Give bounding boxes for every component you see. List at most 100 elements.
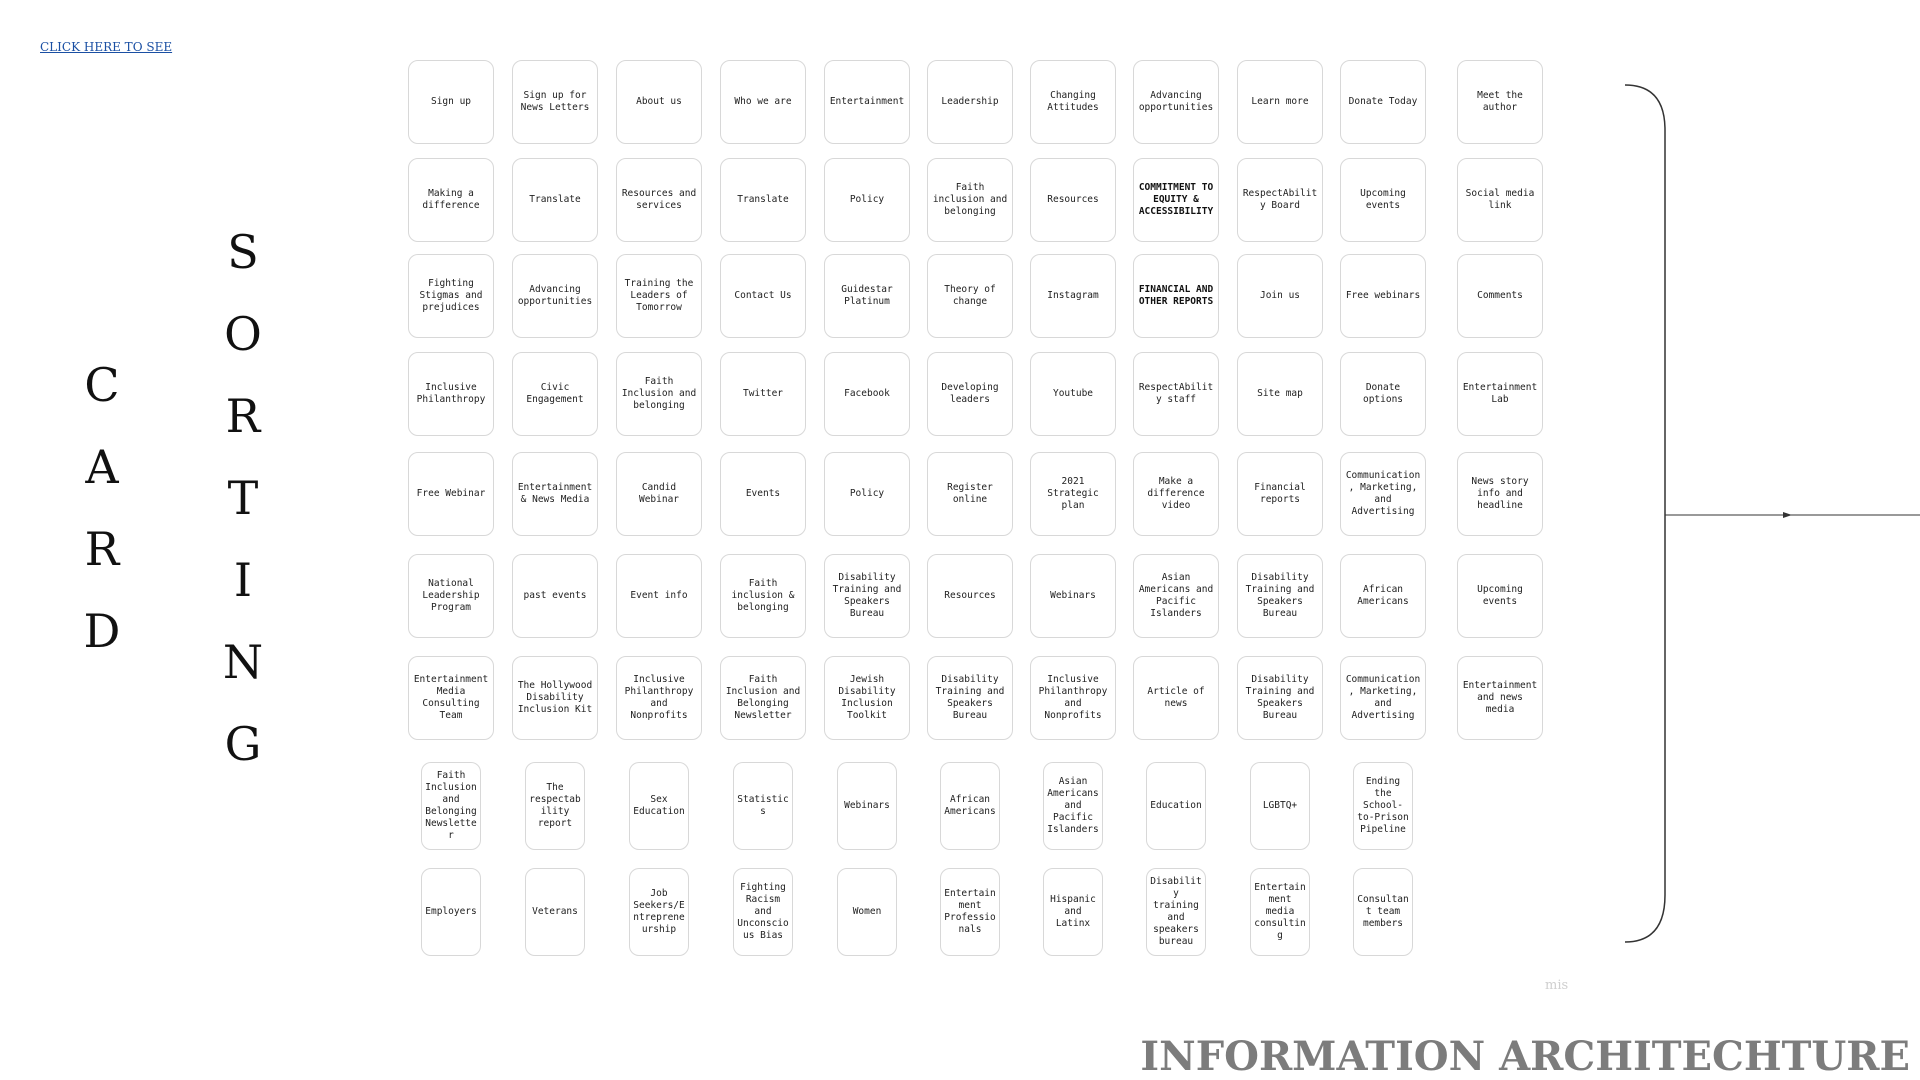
- sort-card[interactable]: Financial reports: [1237, 452, 1323, 536]
- sort-card[interactable]: Guidestar Platinum: [824, 254, 910, 338]
- sort-card[interactable]: Article of news: [1133, 656, 1219, 740]
- sort-card[interactable]: Faith Inclusion and Belonging Newsletter: [421, 762, 481, 850]
- sort-card[interactable]: COMMITMENT TO EQUITY & ACCESSIBILITY: [1133, 158, 1219, 242]
- sort-card[interactable]: Comments: [1457, 254, 1543, 338]
- letter-sorting-1: O: [224, 307, 262, 361]
- sort-card[interactable]: Disability Training and Speakers Bureau: [1237, 656, 1323, 740]
- sort-card[interactable]: Sign up for News Letters: [512, 60, 598, 144]
- sort-card[interactable]: Education: [1146, 762, 1206, 850]
- sort-card[interactable]: Inclusive Philanthropy and Nonprofits: [1030, 656, 1116, 740]
- arrow-head-icon: [1783, 512, 1792, 518]
- sort-card[interactable]: Veterans: [525, 868, 585, 956]
- sort-card[interactable]: Resources: [927, 554, 1013, 638]
- sort-card[interactable]: Register online: [927, 452, 1013, 536]
- sort-card[interactable]: Asian Americans and Pacific Islanders: [1043, 762, 1103, 850]
- sort-card[interactable]: The respectability report: [525, 762, 585, 850]
- sort-card[interactable]: Faith Inclusion and Belonging Newsletter: [720, 656, 806, 740]
- sort-card[interactable]: Civic Engagement: [512, 352, 598, 436]
- sort-card[interactable]: Faith Inclusion and belonging: [616, 352, 702, 436]
- sort-card[interactable]: Event info: [616, 554, 702, 638]
- sort-card[interactable]: Asian Americans and Pacific Islanders: [1133, 554, 1219, 638]
- sort-card[interactable]: Resources: [1030, 158, 1116, 242]
- sort-card[interactable]: Site map: [1237, 352, 1323, 436]
- sort-card[interactable]: RespectAbility Board: [1237, 158, 1323, 242]
- sort-card[interactable]: Webinars: [837, 762, 897, 850]
- sort-card[interactable]: Women: [837, 868, 897, 956]
- sort-card[interactable]: 2021 Strategic plan: [1030, 452, 1116, 536]
- sort-card[interactable]: FINANCIAL AND OTHER REPORTS: [1133, 254, 1219, 338]
- sort-card[interactable]: past events: [512, 554, 598, 638]
- sort-card[interactable]: News story info and headline: [1457, 452, 1543, 536]
- sort-card[interactable]: Webinars: [1030, 554, 1116, 638]
- sort-card[interactable]: Employers: [421, 868, 481, 956]
- sort-card[interactable]: Donate options: [1340, 352, 1426, 436]
- sort-card[interactable]: Policy: [824, 158, 910, 242]
- sort-card[interactable]: Policy: [824, 452, 910, 536]
- sort-card[interactable]: Entertainment & News Media: [512, 452, 598, 536]
- sort-card[interactable]: RespectAbility staff: [1133, 352, 1219, 436]
- sort-card[interactable]: African Americans: [940, 762, 1000, 850]
- sort-card[interactable]: Events: [720, 452, 806, 536]
- sort-card[interactable]: Make a difference video: [1133, 452, 1219, 536]
- click-here-link[interactable]: CLICK HERE TO SEE: [40, 40, 173, 54]
- sort-card[interactable]: Youtube: [1030, 352, 1116, 436]
- sort-card[interactable]: Twitter: [720, 352, 806, 436]
- sort-card[interactable]: Entertainment Professionals: [940, 868, 1000, 956]
- sort-card[interactable]: Hispanic and Latinx: [1043, 868, 1103, 956]
- sort-card[interactable]: Entertainment Media Consulting Team: [408, 656, 494, 740]
- sort-card[interactable]: Fighting Stigmas and prejudices: [408, 254, 494, 338]
- sort-card[interactable]: Facebook: [824, 352, 910, 436]
- sort-card[interactable]: Fighting Racism and Unconscious Bias: [733, 868, 793, 956]
- sort-card[interactable]: Resources and services: [616, 158, 702, 242]
- sort-card[interactable]: Training the Leaders of Tomorrow: [616, 254, 702, 338]
- sort-card[interactable]: Statistics: [733, 762, 793, 850]
- sort-card[interactable]: Sex Education: [629, 762, 689, 850]
- sort-card[interactable]: Free Webinar: [408, 452, 494, 536]
- sort-card[interactable]: Inclusive Philanthropy and Nonprofits: [616, 656, 702, 740]
- sort-card[interactable]: Consultant team members: [1353, 868, 1413, 956]
- sort-card[interactable]: Disability Training and Speakers Bureau: [1237, 554, 1323, 638]
- sort-card[interactable]: Join us: [1237, 254, 1323, 338]
- sort-card[interactable]: Who we are: [720, 60, 806, 144]
- sort-card[interactable]: Changing Attitudes: [1030, 60, 1116, 144]
- sort-card[interactable]: Candid Webinar: [616, 452, 702, 536]
- sort-card[interactable]: Free webinars: [1340, 254, 1426, 338]
- sort-card[interactable]: Upcoming events: [1457, 554, 1543, 638]
- sort-card[interactable]: Ending the School-to-Prison Pipeline: [1353, 762, 1413, 850]
- sort-card[interactable]: Entertainment and news media: [1457, 656, 1543, 740]
- sort-card[interactable]: Upcoming events: [1340, 158, 1426, 242]
- sort-card[interactable]: About us: [616, 60, 702, 144]
- sort-card[interactable]: Learn more: [1237, 60, 1323, 144]
- sort-card[interactable]: Meet the author: [1457, 60, 1543, 144]
- sort-card[interactable]: Faith inclusion & belonging: [720, 554, 806, 638]
- sort-card[interactable]: Translate: [512, 158, 598, 242]
- sort-card[interactable]: Job Seekers/Entrepreneurship: [629, 868, 689, 956]
- sort-card[interactable]: Jewish Disability Inclusion Toolkit: [824, 656, 910, 740]
- sort-card[interactable]: Entertainment media consulting: [1250, 868, 1310, 956]
- sort-card[interactable]: Advancing opportunities: [512, 254, 598, 338]
- sort-card[interactable]: Theory of change: [927, 254, 1013, 338]
- sort-card[interactable]: The Hollywood Disability Inclusion Kit: [512, 656, 598, 740]
- sort-card[interactable]: Entertainment: [824, 60, 910, 144]
- sort-card[interactable]: Leadership: [927, 60, 1013, 144]
- sort-card[interactable]: Entertainment Lab: [1457, 352, 1543, 436]
- sort-card[interactable]: Developing leaders: [927, 352, 1013, 436]
- sort-card[interactable]: Instagram: [1030, 254, 1116, 338]
- sort-card[interactable]: National Leadership Program: [408, 554, 494, 638]
- sort-card[interactable]: Inclusive Philanthropy: [408, 352, 494, 436]
- sort-card[interactable]: Translate: [720, 158, 806, 242]
- sort-card[interactable]: African Americans: [1340, 554, 1426, 638]
- sort-card[interactable]: Social media link: [1457, 158, 1543, 242]
- sort-card[interactable]: Disability training and speakers bureau: [1146, 868, 1206, 956]
- sort-card[interactable]: Communication, Marketing, and Advertisin…: [1340, 452, 1426, 536]
- sort-card[interactable]: Contact Us: [720, 254, 806, 338]
- sort-card[interactable]: Making a difference: [408, 158, 494, 242]
- sort-card[interactable]: Advancing opportunities: [1133, 60, 1219, 144]
- sort-card[interactable]: LGBTQ+: [1250, 762, 1310, 850]
- sort-card[interactable]: Communication, Marketing, and Advertisin…: [1340, 656, 1426, 740]
- sort-card[interactable]: Faith inclusion and belonging: [927, 158, 1013, 242]
- sort-card[interactable]: Donate Today: [1340, 60, 1426, 144]
- sort-card[interactable]: Disability Training and Speakers Bureau: [927, 656, 1013, 740]
- sort-card[interactable]: Sign up: [408, 60, 494, 144]
- sort-card[interactable]: Disability Training and Speakers Bureau: [824, 554, 910, 638]
